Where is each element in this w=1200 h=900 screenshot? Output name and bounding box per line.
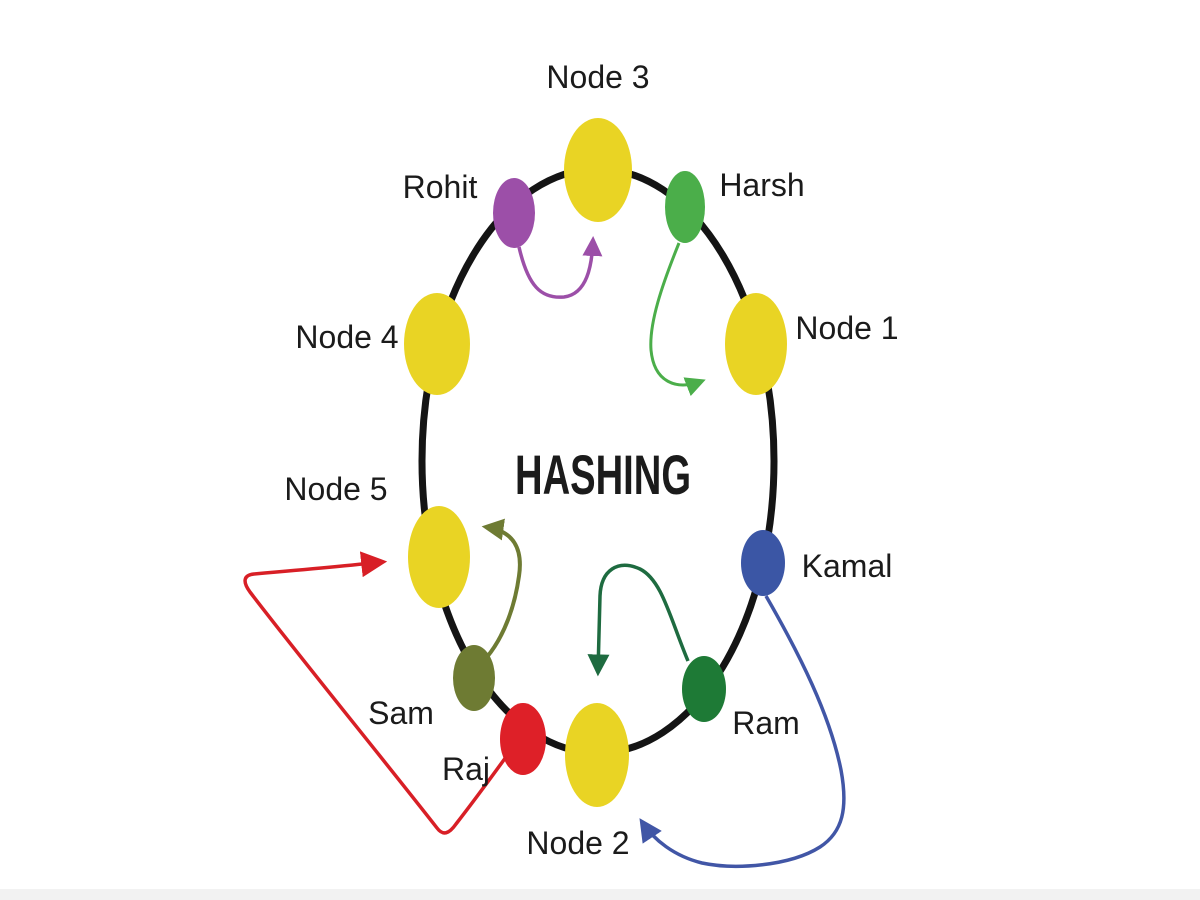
node-3-label: Node 3 xyxy=(546,59,649,95)
bottom-edge-strip xyxy=(0,889,1200,900)
key-raj-label: Raj xyxy=(442,751,490,787)
key-kamal-label: Kamal xyxy=(802,548,893,584)
diagram-title: HASHING xyxy=(515,443,691,506)
node-2-circle xyxy=(565,703,629,807)
key-ram-circle xyxy=(682,656,726,722)
arrow-ram-to-node2 xyxy=(587,563,690,677)
node-2-label: Node 2 xyxy=(526,825,629,861)
arrow-sam-to-node5 xyxy=(481,518,522,659)
key-harsh-label: Harsh xyxy=(719,167,804,203)
key-kamal-circle xyxy=(741,530,785,596)
arrow-harsh-to-node1 xyxy=(649,242,706,397)
node-4-label: Node 4 xyxy=(295,319,398,355)
key-harsh-circle xyxy=(665,171,705,243)
arrow-rohit-to-node3 xyxy=(517,236,603,299)
key-rohit-label: Rohit xyxy=(403,169,478,205)
arrow-kamal-to-node2 xyxy=(639,595,846,868)
node-5-circle xyxy=(408,506,470,608)
key-raj-circle xyxy=(500,703,546,775)
node-1-circle xyxy=(725,293,787,395)
node-1-label: Node 1 xyxy=(795,310,898,346)
key-sam-circle xyxy=(453,645,495,711)
key-ram-label: Ram xyxy=(732,705,800,741)
node-3-circle xyxy=(564,118,632,222)
key-sam-label: Sam xyxy=(368,695,434,731)
arrow-raj-to-node5 xyxy=(243,551,508,835)
node-5-label: Node 5 xyxy=(284,471,387,507)
node-4-circle xyxy=(404,293,470,395)
key-rohit-circle xyxy=(493,178,535,248)
